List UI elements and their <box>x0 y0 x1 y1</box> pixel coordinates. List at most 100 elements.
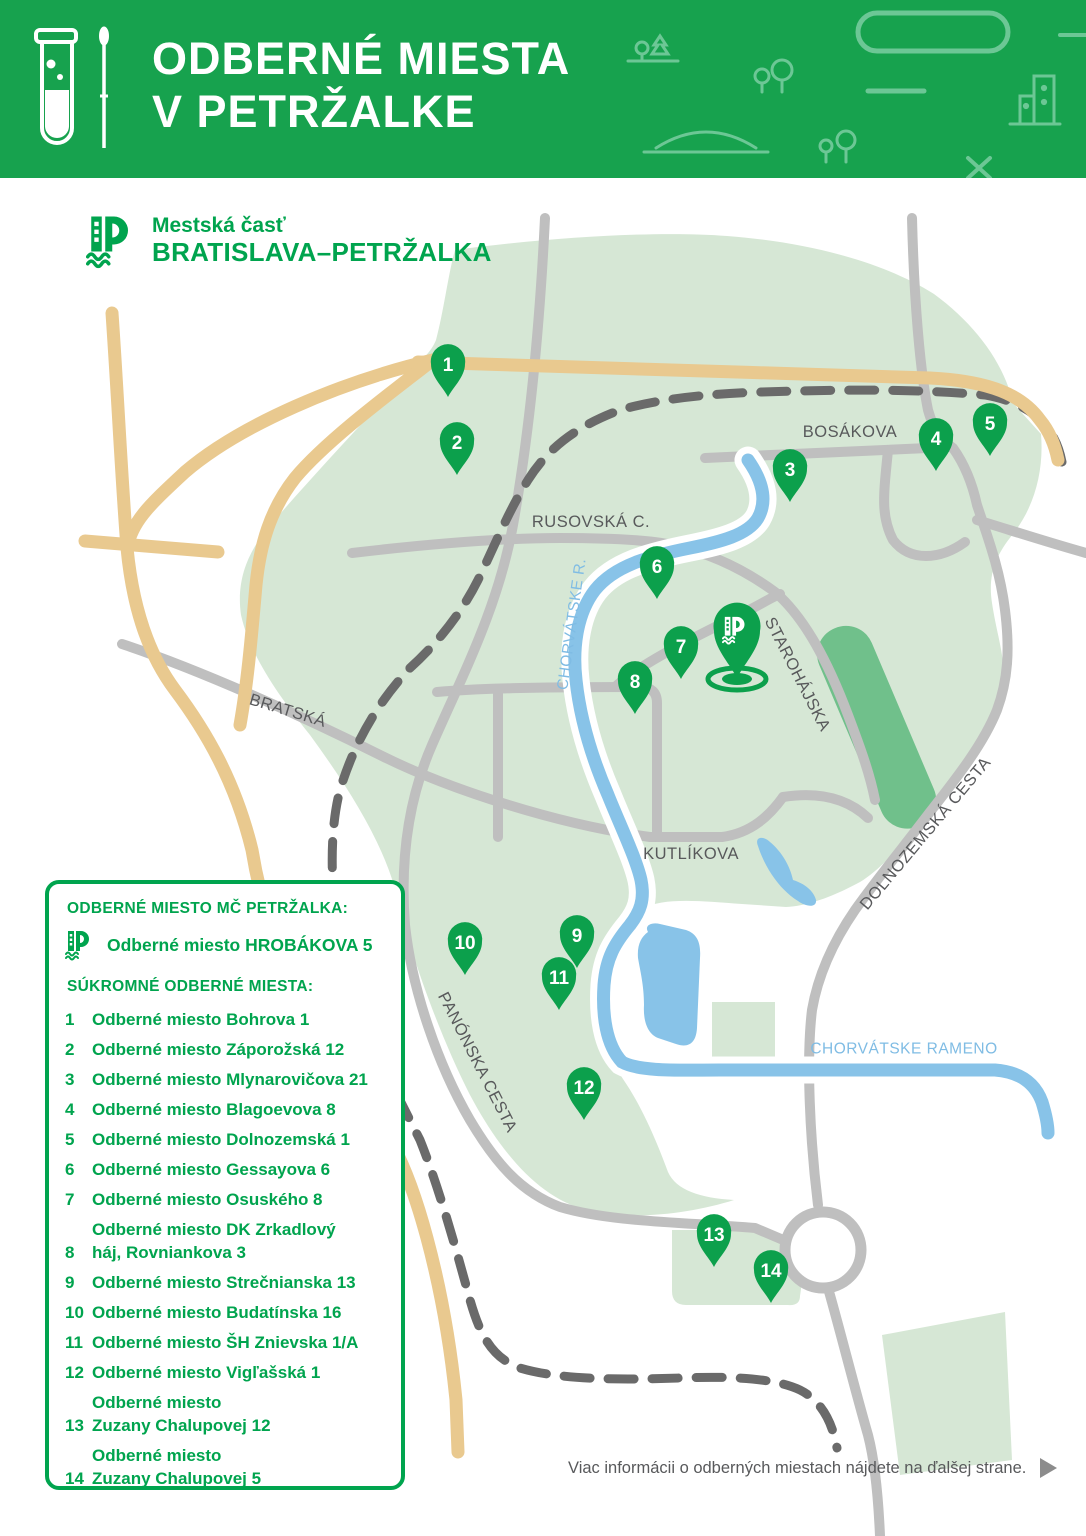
pin-halo-dot <box>722 673 752 685</box>
play-arrow-right-icon <box>1040 1458 1058 1478</box>
road-bosakova-branch <box>879 445 970 561</box>
legend-item-9: 9 Odberné miesto Strečnianska 13 <box>65 1271 387 1294</box>
roundabout <box>779 1206 867 1294</box>
header-banner: ODBERNÉ MIESTA V PETRŽALKE <box>0 0 1086 178</box>
map-pin-8: 8 <box>617 661 653 714</box>
pin-body <box>430 344 466 397</box>
legend-item-label: Odberné miesto Osuského 8 <box>92 1190 323 1209</box>
pin-number: 6 <box>652 557 663 578</box>
legend-heading-private: SÚKROMNÉ ODBERNÉ MIESTA: <box>67 978 314 995</box>
map-label-bos-kova: BOSÁKOVA <box>803 422 897 441</box>
pin-body <box>972 403 1008 456</box>
page-title: ODBERNÉ MIESTA V PETRŽALKE <box>152 32 570 138</box>
legend-item-label: Odberné miesto Záporožská 12 <box>92 1040 345 1059</box>
legend-item-label: Odberné miesto Dolnozemská 1 <box>92 1130 350 1149</box>
municipality-logo-text: Mestská časť BRATISLAVA–PETRŽALKA <box>152 214 492 268</box>
swab-icon <box>99 26 109 148</box>
header-decor <box>626 10 1086 178</box>
legend-item-number: 13 <box>65 1416 84 1435</box>
highway-west <box>105 306 465 1459</box>
map-green-areas <box>239 234 1042 1475</box>
legend-item-label: Odberné miesto Strečnianska 13 <box>92 1273 356 1292</box>
legend-public-item: Odberné miesto HROBÁKOVA 5 <box>65 928 387 962</box>
pin-body <box>566 1067 602 1120</box>
test-tube-icon <box>34 28 78 145</box>
map-pin-9: 9 <box>559 915 595 968</box>
legend-item-number: 7 <box>65 1190 75 1209</box>
map-pin-6: 6 <box>639 546 675 599</box>
map-pin-7: 7 <box>663 626 699 679</box>
legend-item-number: 4 <box>65 1100 75 1119</box>
pin-body <box>617 661 653 714</box>
map-pin-5: 5 <box>972 403 1008 456</box>
bridge-icon <box>642 130 770 154</box>
legend-box: ODBERNÉ MIESTO MČ PETRŽALKA: Odberné mie… <box>45 880 405 1490</box>
trees-icon <box>818 129 857 164</box>
legend-item-label: Odberné miesto Mlynarovičova 21 <box>92 1070 368 1089</box>
map-pin-10: 10 <box>447 922 483 975</box>
cross-icon <box>966 156 992 178</box>
pin-body <box>639 546 675 599</box>
district-area <box>239 234 1042 1216</box>
legend-heading-public: ODBERNÉ MIESTO MČ PETRŽALKA: <box>67 900 349 917</box>
highway-main <box>411 355 1065 467</box>
legend-item-10: 10 Odberné miesto Budatínska 16 <box>65 1301 387 1324</box>
pin-number: 11 <box>549 968 570 989</box>
pin-number: 10 <box>454 933 475 954</box>
legend-item-label: Odberné miesto Budatínska 16 <box>92 1303 342 1322</box>
pin-body <box>663 626 699 679</box>
map-pin-3: 3 <box>772 449 808 502</box>
footer-note-text: Viac informácii o odberných miestach náj… <box>568 1458 1027 1477</box>
pin-number: 4 <box>931 429 942 450</box>
pin-body <box>541 957 577 1010</box>
pin-body <box>696 1214 732 1267</box>
map-pin-1: 1 <box>430 344 466 397</box>
pin-number: 3 <box>785 460 796 481</box>
legend-item-label: Odberné miesto Gessayova 6 <box>92 1160 331 1179</box>
legend-item-number: 2 <box>65 1040 75 1059</box>
map-label-chorv-tske-rameno: CHORVÁTSKE RAMENO <box>810 1040 997 1057</box>
legend-item-number: 9 <box>65 1273 75 1292</box>
legend-item-7: 7 Odberné miesto Osuského 8 <box>65 1188 387 1211</box>
pin-number: 12 <box>573 1078 594 1099</box>
district-boundary-dashed <box>327 385 1067 1453</box>
pin-body <box>559 915 595 968</box>
pin-number: 8 <box>630 672 641 693</box>
highway-curve <box>120 353 440 555</box>
map-water <box>561 446 1062 1147</box>
trees-icon <box>626 33 680 63</box>
main-collection-pin <box>705 602 769 693</box>
page-title-line2: V PETRŽALKE <box>152 86 476 137</box>
legend-item-number: 14 <box>65 1469 84 1488</box>
municipality-logo: Mestská časť BRATISLAVA–PETRŽALKA <box>86 210 492 272</box>
legend-item-label: Odberné miesto Vigľašská 1 <box>92 1363 321 1382</box>
park-oval <box>817 625 937 829</box>
page-title-line1: ODBERNÉ MIESTA <box>152 33 571 84</box>
petrzalka-p-logo-icon <box>86 210 142 272</box>
pin-number: 14 <box>760 1261 782 1282</box>
legend-item-number: 10 <box>65 1303 84 1322</box>
pin-number: 1 <box>443 355 454 376</box>
map-pin-11: 11 <box>541 957 577 1010</box>
legend-item-2: 2 Odberné miesto Záporožská 12 <box>65 1038 387 1061</box>
legend-item-label: Odberné miesto Blagoevova 8 <box>92 1100 336 1119</box>
map-pin-2: 2 <box>439 422 475 475</box>
map-roads <box>117 213 1086 1536</box>
legend-item-label: Odberné miesto ŠH Znievska 1/A <box>92 1333 359 1352</box>
legend-item-number: 12 <box>65 1363 84 1382</box>
legend-item-label: Odberné miesto Zuzany Chalupovej 5 <box>92 1446 262 1488</box>
legend-item-number: 1 <box>65 1010 75 1029</box>
road-east-branch <box>972 515 1086 558</box>
road-rusovska-starohajska <box>347 533 880 805</box>
legend-item-number: 5 <box>65 1130 75 1149</box>
map-pin-13: 13 <box>696 1214 732 1267</box>
